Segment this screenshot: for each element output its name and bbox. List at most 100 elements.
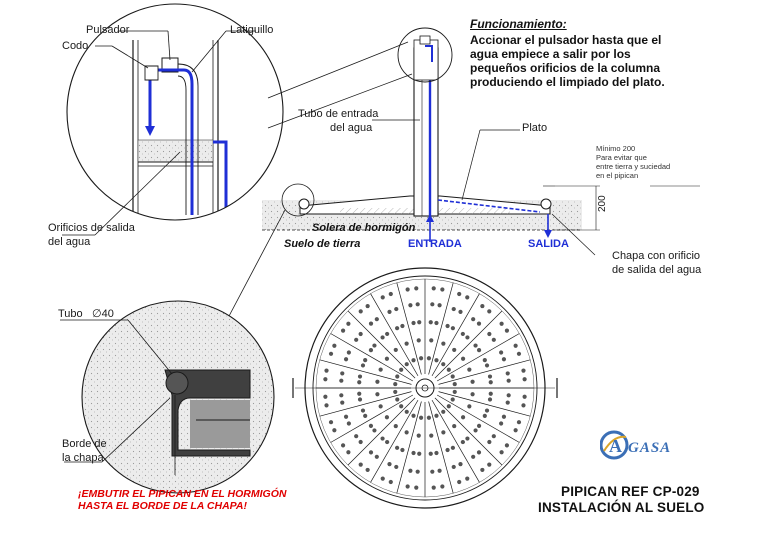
drain-hole — [516, 351, 522, 356]
drain-hole — [440, 484, 445, 489]
drain-hole — [452, 389, 457, 395]
drain-hole — [426, 356, 432, 361]
drain-hole — [521, 403, 526, 408]
drain-hole — [346, 321, 351, 326]
drain-hole — [387, 462, 392, 467]
drain-hole — [414, 286, 419, 291]
drain-hole — [441, 409, 446, 414]
drain-hole — [446, 404, 451, 409]
drain-hole — [346, 450, 351, 455]
drain-hole — [343, 414, 349, 419]
drain-hole — [324, 368, 329, 373]
drain-hole — [384, 356, 390, 361]
drain-hole — [487, 331, 492, 337]
label-tubo-dim: ∅40 — [92, 308, 114, 320]
drain-hole — [411, 358, 416, 363]
drain-hole — [323, 377, 328, 382]
drain-hole — [346, 421, 351, 426]
drain-hole — [415, 302, 420, 307]
plate-rib — [436, 333, 520, 382]
label-tubo-entrada-1: Tubo de entrada — [298, 108, 379, 120]
detail-circle-bottom — [81, 300, 275, 494]
drain-hole — [393, 381, 398, 387]
label-codo: Codo — [62, 40, 89, 52]
drain-hole — [440, 287, 445, 292]
label-borde-1: Borde de — [62, 438, 107, 450]
drain-hole — [414, 485, 419, 490]
drain-hole — [484, 363, 490, 368]
drain-hole — [429, 338, 434, 343]
detail-circle-top — [66, 3, 284, 221]
drain-hole — [470, 392, 475, 397]
drain-hole — [416, 433, 421, 438]
drain-hole — [357, 380, 362, 385]
plate-rib — [330, 333, 414, 382]
label-minimo-1: Mínimo 200 — [596, 144, 636, 153]
agasa-logo: A GASA — [600, 430, 670, 460]
drain-hole — [393, 389, 398, 395]
label-plato: Plato — [522, 122, 548, 134]
plate-rib — [347, 397, 416, 466]
drain-hole — [513, 428, 518, 433]
drain-hole — [434, 358, 439, 363]
drain-hole — [363, 358, 368, 363]
drain-hole — [522, 377, 527, 382]
drain-hole — [484, 408, 490, 413]
drain-hole — [487, 397, 493, 402]
plate-rib — [396, 282, 422, 375]
drain-hole — [404, 362, 409, 367]
drain-hole — [399, 404, 404, 409]
warning-line-1: ¡EMBUTIR EL PIPICAN EN EL HORMIGÓN — [78, 488, 287, 500]
drain-hole — [450, 374, 455, 379]
drain-hole — [323, 394, 328, 399]
title-ref: PIPICAN REF CP-029 — [561, 484, 700, 499]
drain-hole — [516, 420, 522, 425]
drain-hole — [513, 343, 518, 348]
drain-hole — [426, 415, 432, 420]
drain-hole — [385, 439, 390, 445]
drain-hole — [368, 348, 374, 353]
drain-hole — [368, 423, 374, 428]
drain-hole — [482, 358, 487, 363]
title-install: INSTALACIÓN AL SUELO — [538, 500, 705, 515]
drain-hole — [446, 367, 451, 372]
drain-hole — [339, 393, 344, 398]
drain-hole — [328, 351, 334, 356]
drain-hole — [499, 450, 504, 455]
drain-hole — [499, 421, 504, 426]
svg-text:A: A — [609, 436, 622, 456]
drain-hole — [465, 436, 470, 441]
label-pulsador: Pulsador — [86, 24, 130, 36]
label-entrada: ENTRADA — [408, 238, 462, 250]
drain-hole — [506, 378, 511, 383]
drain-hole — [395, 374, 400, 379]
drain-hole — [501, 357, 507, 362]
drain-hole — [470, 379, 475, 384]
drain-hole — [360, 408, 366, 413]
drain-hole — [340, 371, 345, 376]
drain-hole — [332, 343, 337, 348]
drain-hole — [457, 479, 462, 485]
drain-hole — [324, 403, 329, 408]
drain-hole — [460, 331, 465, 337]
plate-rib — [431, 399, 480, 483]
drain-hole — [357, 397, 363, 402]
funcionamiento-text: Accionar el pulsador hasta que el agua e… — [470, 33, 665, 89]
drain-hole — [395, 326, 400, 331]
plate-rib — [319, 391, 412, 417]
drain-hole — [387, 309, 392, 314]
drain-hole — [450, 397, 455, 402]
drain-hole — [460, 415, 466, 420]
drain-hole — [393, 347, 398, 353]
label-chapa-2: de salida del agua — [612, 264, 702, 276]
drain-hole — [460, 356, 466, 361]
drain-hole — [385, 331, 390, 337]
plate-rib — [434, 310, 503, 379]
drain-hole — [380, 436, 385, 441]
section-view — [227, 47, 700, 319]
drain-hole — [399, 367, 404, 372]
drain-hole — [405, 484, 410, 489]
drain-hole — [340, 400, 345, 405]
drain-hole — [467, 367, 472, 372]
